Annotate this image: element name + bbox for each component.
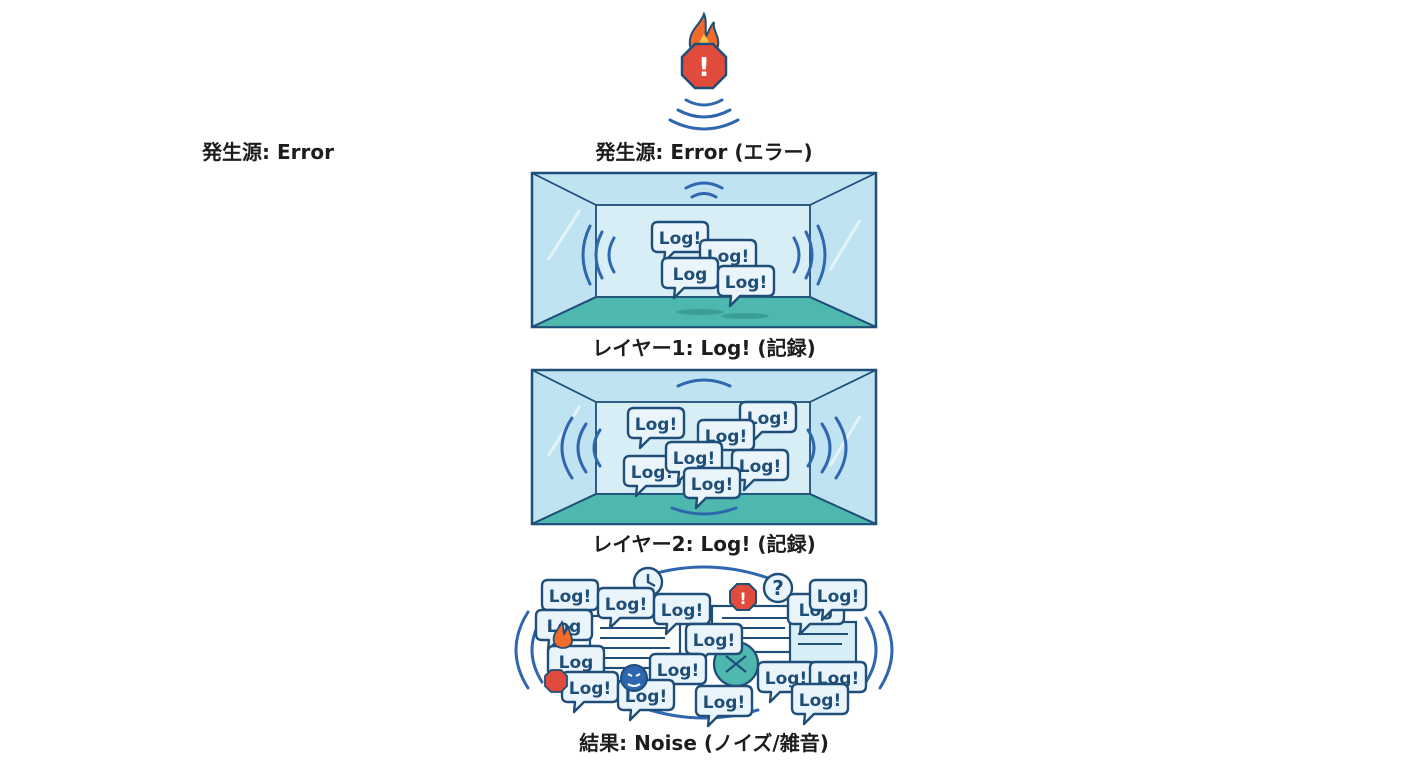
svg-text:Log: Log	[673, 265, 708, 285]
svg-text:Log!: Log!	[799, 691, 841, 711]
layer2-bubbles: Log! Log! Log! Log! Log! Log! Log!	[622, 400, 798, 510]
question-icon: ?	[762, 572, 794, 604]
svg-text:!: !	[739, 589, 746, 608]
layer1-bubbles: Log! Log! Log Log!	[650, 220, 776, 308]
svg-text:Log!: Log!	[725, 273, 767, 293]
svg-text:Log!: Log!	[549, 587, 591, 607]
layer2-label: レイヤー2: Log! (記録)	[592, 532, 816, 556]
small-fire-icon	[552, 619, 574, 649]
svg-text:Log!: Log!	[569, 679, 611, 699]
blue-face-icon	[620, 664, 648, 692]
noise-cluster: ? Log! Log Log! Log! Log Log! Log! Log!	[514, 565, 894, 728]
fire-warning-icon: !	[680, 11, 728, 90]
svg-text:Log: Log	[559, 653, 594, 673]
svg-text:Log!: Log!	[817, 587, 859, 607]
svg-text:Log!: Log!	[659, 229, 701, 249]
warning-mark: !	[698, 53, 710, 83]
svg-text:Log!: Log!	[747, 409, 789, 429]
source-label: 発生源: Error (エラー)	[595, 140, 813, 164]
svg-text:Log!: Log!	[605, 595, 647, 615]
svg-text:Log!: Log!	[739, 457, 781, 477]
svg-text:Log!: Log!	[691, 475, 733, 495]
svg-text:Log!: Log!	[635, 415, 677, 435]
svg-text:Log!: Log!	[625, 687, 667, 707]
svg-text:Log!: Log!	[631, 463, 673, 483]
result-label: 結果: Noise (ノイズ/雑音)	[579, 731, 829, 755]
svg-text:Log!: Log!	[703, 693, 745, 713]
svg-text:Log!: Log!	[673, 449, 715, 469]
svg-text:Log!: Log!	[693, 631, 735, 651]
svg-text:Log!: Log!	[661, 601, 703, 621]
small-warning-icon-left	[544, 669, 568, 693]
layer1-label: レイヤー1: Log! (記録)	[592, 336, 816, 360]
left-source-label: 発生源: Error	[202, 140, 334, 164]
svg-text:Log!: Log!	[657, 661, 699, 681]
small-warning-icon: !	[729, 583, 757, 611]
source-waves	[668, 98, 740, 131]
svg-text:?: ?	[772, 576, 784, 600]
